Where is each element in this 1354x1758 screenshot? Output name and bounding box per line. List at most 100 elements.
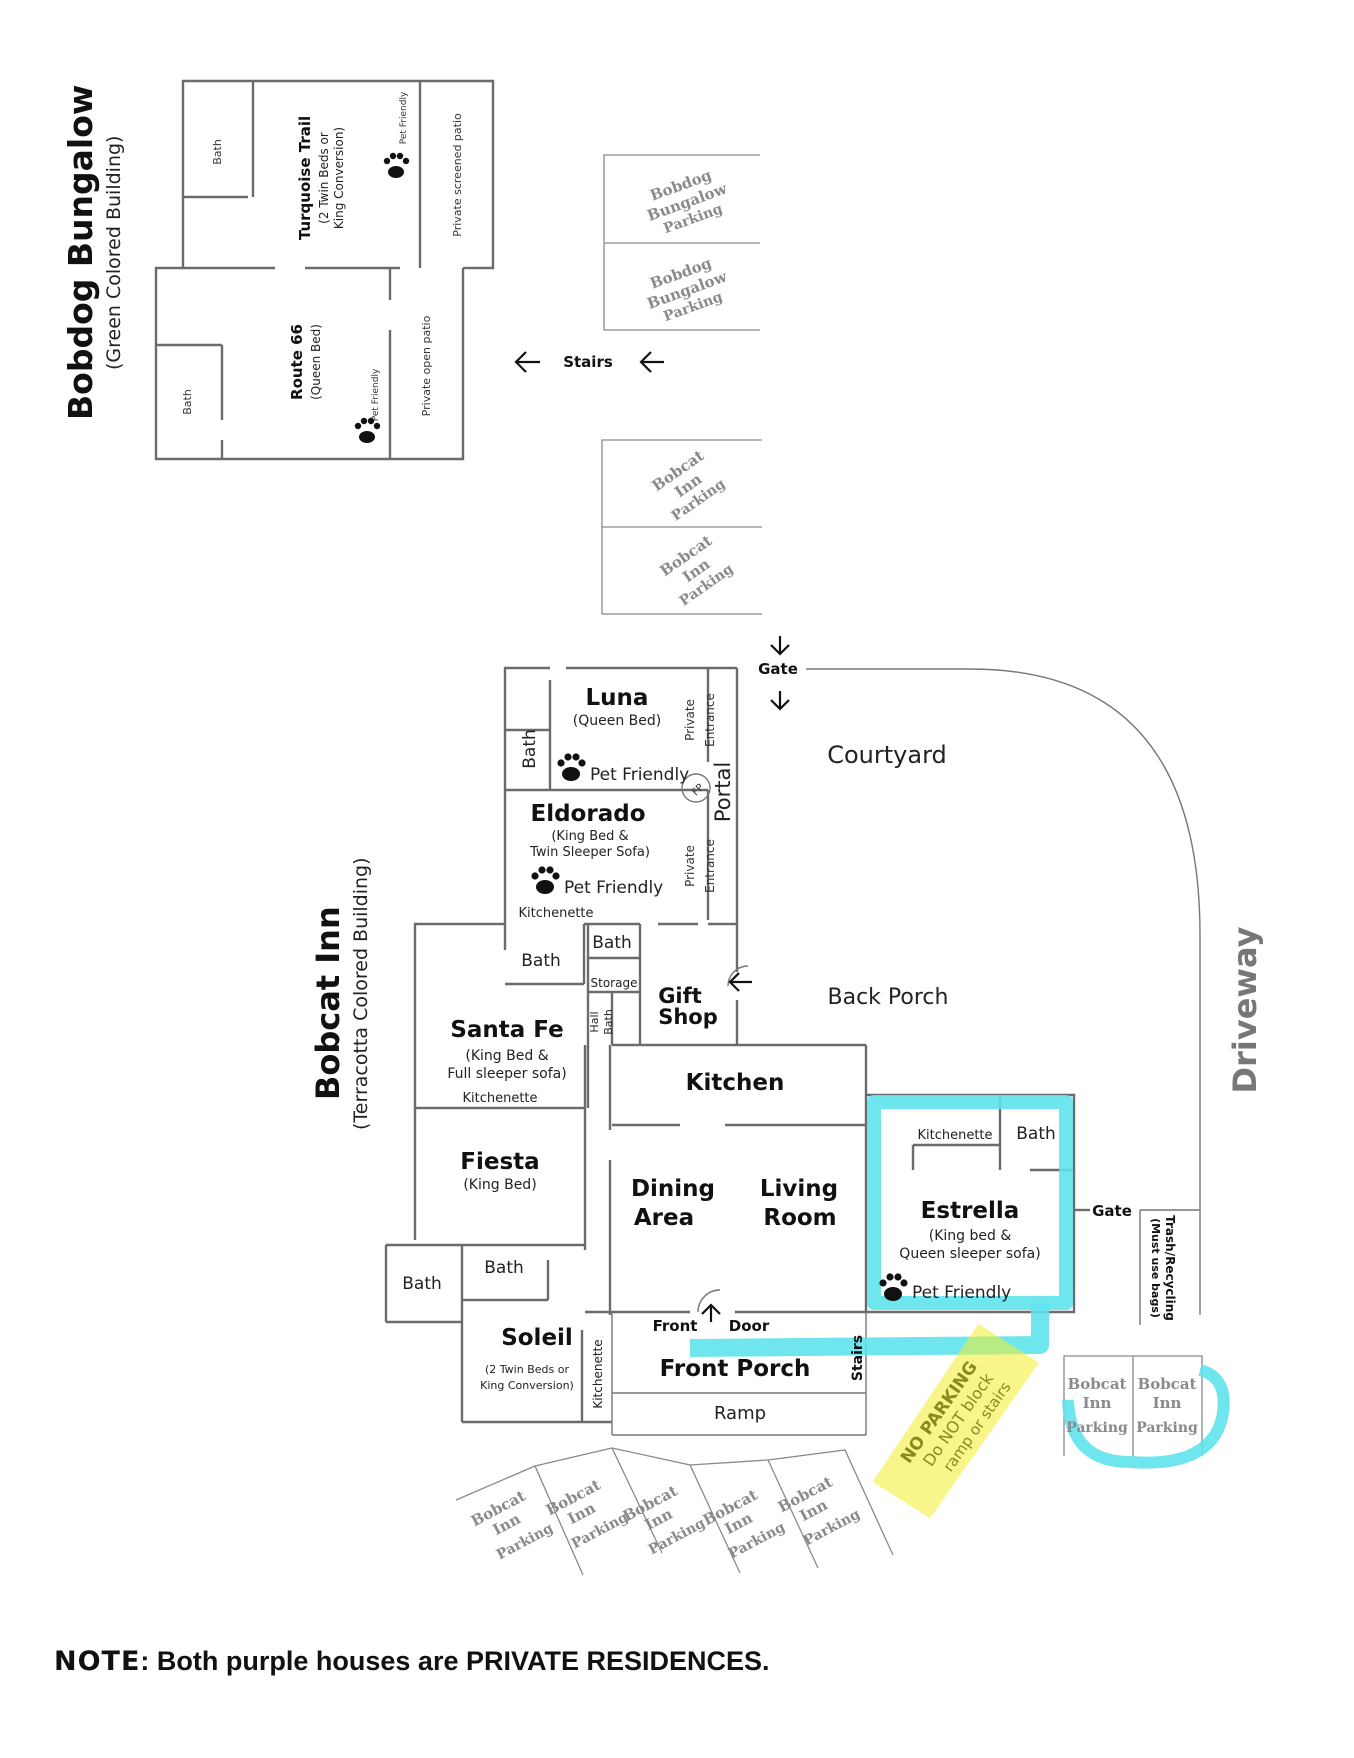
luna-entrance-label: Entrance [703, 693, 717, 747]
trash-recycling-label: Trash/Recycling [1163, 1215, 1177, 1321]
turquoise-pet-label: Pet Friendly [399, 91, 409, 144]
turquoise-trail-detail2: King Conversion) [332, 127, 346, 229]
stairs-arrow-left-icon [514, 351, 540, 373]
stairs-arrow-left-icon [639, 351, 664, 373]
eldorado-detail2: Twin Sleeper Sofa) [529, 845, 650, 860]
paw-icon [383, 152, 410, 178]
route66-bath-label: Bath [181, 389, 194, 415]
paw-icon [879, 1273, 908, 1301]
eldorado-name: Eldorado [531, 801, 646, 827]
door-label: Door [729, 1317, 770, 1335]
route-highlight [689, 1303, 1049, 1357]
eldorado-entrance-label: Entrance [703, 839, 717, 893]
soleil-detail1: (2 Twin Beds or [485, 1363, 569, 1376]
bungalow-title-group: Bobdog Bungalow (Green Colored Building) [61, 85, 125, 420]
inn-parking-label-3: Parking [1136, 1420, 1198, 1436]
soleil-detail2: King Conversion) [480, 1379, 574, 1392]
trash-bags-label: (Must use bags) [1149, 1218, 1162, 1318]
bungalow-parking: Bobdog Bungalow Parking Bobdog Bungalow … [603, 154, 760, 331]
luna-private-label: Private [683, 699, 697, 741]
santafe-detail2: Full sleeper sofa) [447, 1066, 566, 1082]
living-label-1: Living [760, 1176, 838, 1202]
turquoise-bath-label: Bath [211, 139, 224, 165]
fiesta-bath-label: Bath [484, 1258, 524, 1278]
soleil-name: Soleil [501, 1325, 573, 1351]
note-text: : Both purple houses are PRIVATE RESIDEN… [140, 1646, 770, 1676]
estrella-pet-label: Pet Friendly [912, 1283, 1011, 1303]
inn-parking-label-1: Bobcat [1138, 1375, 1197, 1393]
luna-pet-label: Pet Friendly [590, 765, 689, 785]
right-gate-label: Gate [1092, 1202, 1132, 1220]
bungalow-stairs-label: Stairs [563, 353, 613, 371]
bungalow-title: Bobdog Bungalow [61, 85, 100, 420]
back-porch-label: Back Porch [828, 985, 949, 1010]
estrella-name: Estrella [921, 1198, 1020, 1224]
paw-icon [557, 753, 586, 781]
front-door-swing [697, 1289, 721, 1313]
route66-name: Route 66 [288, 324, 306, 400]
dining-label-1: Dining [631, 1176, 715, 1202]
estrella-highlight [867, 1095, 1073, 1310]
gate-down-arrow-icon [770, 636, 790, 656]
ramp-label: Ramp [714, 1403, 766, 1424]
luna-name: Luna [586, 685, 649, 711]
top-gate-label: Gate [758, 660, 798, 678]
eldorado-kitchenette-label: Kitchenette [518, 906, 593, 921]
front-door-arrow-up-icon [701, 1303, 721, 1322]
inn-parking-label-1: Bobcat [1068, 1375, 1127, 1393]
gift-shop-label-2: Shop [658, 1005, 718, 1029]
hall-label: Hall [588, 1011, 601, 1032]
living-label-2: Room [763, 1205, 836, 1231]
bungalow-building [154, 79, 495, 461]
inn-title-group: Bobcat Inn (Terracotta Colored Building) [309, 857, 372, 1130]
upper-bath-label: Bath [592, 933, 632, 953]
inn-parking-label-3: Parking [1066, 1420, 1128, 1436]
santafe-kitchenette-label: Kitchenette [462, 1091, 537, 1106]
luna-detail: (Queen Bed) [573, 713, 661, 729]
hall-bath-label: Bath [602, 1009, 615, 1035]
fiesta-detail: (King Bed) [463, 1177, 536, 1193]
portal-label: Portal [711, 762, 735, 822]
route66-pet-label: Pet Friendly [371, 368, 381, 421]
porch-stairs-label: Stairs [850, 1335, 866, 1381]
courtyard-boundary [806, 668, 1201, 1315]
soleil-kitchenette-label: Kitchenette [591, 1339, 605, 1408]
luna-bath-label: Bath [520, 729, 540, 769]
eldorado-pet-label: Pet Friendly [564, 878, 663, 898]
gift-shop-label-1: Gift [658, 984, 702, 1008]
route66-detail: (Queen Bed) [309, 324, 323, 400]
fiesta-name: Fiesta [460, 1149, 539, 1175]
inn-parking-top: Bobcat Inn Parking Bobcat Inn Parking [601, 439, 762, 615]
turquoise-trail-name: Turquoise Trail [296, 116, 314, 240]
eldorado-private-label: Private [683, 845, 697, 887]
inn-parking-label-2: Inn [1153, 1394, 1182, 1412]
paw-icon [531, 866, 560, 894]
eldorado-detail1: (King Bed & [551, 829, 628, 844]
santafe-name: Santa Fe [450, 1017, 563, 1043]
storage-label: Storage [591, 976, 638, 990]
estrella-bath-label: Bath [1016, 1124, 1056, 1144]
estrella-kitchenette-label: Kitchenette [917, 1128, 992, 1143]
fp-label: FP [690, 782, 706, 798]
bungalow-subtitle: (Green Colored Building) [103, 136, 125, 370]
dining-label-2: Area [634, 1205, 694, 1231]
turquoise-trail-detail1: (2 Twin Beds or [317, 132, 331, 224]
turquoise-patio-label: Private screened patio [451, 113, 464, 237]
inn-parking-bottom: Bobcat Inn Parking Bobcat Inn Parking Bo… [455, 1447, 894, 1576]
footer-note: NOTE: Both purple houses are PRIVATE RES… [54, 1646, 770, 1677]
courtyard-label: Courtyard [827, 741, 947, 769]
inn-parking-label-2: Inn [1083, 1394, 1112, 1412]
gate-down-arrow-icon [770, 691, 790, 711]
paw-icon [354, 417, 381, 443]
front-label: Front [653, 1317, 698, 1335]
note-lead: NOTE [54, 1646, 141, 1677]
santafe-bath-label: Bath [521, 951, 561, 971]
back-door-arrow-left-icon [728, 972, 752, 992]
inn-subtitle: (Terracotta Colored Building) [350, 857, 372, 1130]
inn-parking-right: Bobcat Inn Parking Bobcat Inn Parking [1062, 1355, 1230, 1469]
route66-patio-label: Private open patio [420, 315, 433, 416]
front-porch-label: Front Porch [660, 1356, 811, 1382]
estrella-detail2: Queen sleeper sofa) [899, 1246, 1040, 1262]
door-swing [727, 965, 749, 987]
